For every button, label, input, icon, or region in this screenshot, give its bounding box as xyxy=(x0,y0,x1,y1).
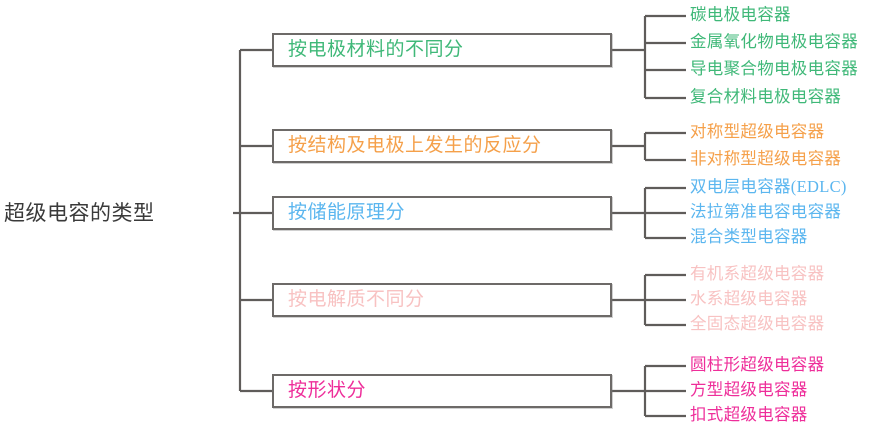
category-box-2[interactable]: 按结构及电极上发生的反应分 xyxy=(272,129,612,163)
leaf-node-1-4[interactable]: 复合材料电极电容器 xyxy=(690,87,842,106)
category-box-4[interactable]: 按电解质不同分 xyxy=(272,283,612,317)
leaf-node-1-2[interactable]: 金属氧化物电极电容器 xyxy=(690,32,858,51)
leaf-node-3-2[interactable]: 法拉第准电容电容器 xyxy=(690,202,842,221)
category-box-1[interactable]: 按电极材料的不同分 xyxy=(272,33,612,67)
leaf-node-1-3[interactable]: 导电聚合物电极电容器 xyxy=(690,59,858,78)
leaf-node-3-1[interactable]: 双电层电容器(EDLC) xyxy=(690,177,847,196)
leaf-node-4-1[interactable]: 有机系超级电容器 xyxy=(690,264,825,283)
category-label-3: 按储能原理分 xyxy=(288,202,406,223)
category-box-5[interactable]: 按形状分 xyxy=(272,374,612,408)
leaf-node-1-1[interactable]: 碳电极电容器 xyxy=(690,5,791,24)
leaf-node-2-2[interactable]: 非对称型超级电容器 xyxy=(690,149,842,168)
leaf-node-5-3[interactable]: 扣式超级电容器 xyxy=(690,405,808,424)
leaf-node-2-1[interactable]: 对称型超级电容器 xyxy=(690,122,825,141)
category-box-3[interactable]: 按储能原理分 xyxy=(272,196,612,230)
leaf-node-3-3[interactable]: 混合类型电容器 xyxy=(690,227,808,246)
leaf-node-4-3[interactable]: 全固态超级电容器 xyxy=(690,314,825,333)
category-label-1: 按电极材料的不同分 xyxy=(288,39,464,60)
leaf-node-5-1[interactable]: 圆柱形超级电容器 xyxy=(690,355,825,374)
root-node-label: 超级电容的类型 xyxy=(4,201,155,225)
leaf-node-4-2[interactable]: 水系超级电容器 xyxy=(690,289,808,308)
category-label-4: 按电解质不同分 xyxy=(288,289,425,310)
category-label-5: 按形状分 xyxy=(288,380,367,401)
category-label-2: 按结构及电极上发生的反应分 xyxy=(288,135,542,156)
leaf-node-5-2[interactable]: 方型超级电容器 xyxy=(690,380,808,399)
